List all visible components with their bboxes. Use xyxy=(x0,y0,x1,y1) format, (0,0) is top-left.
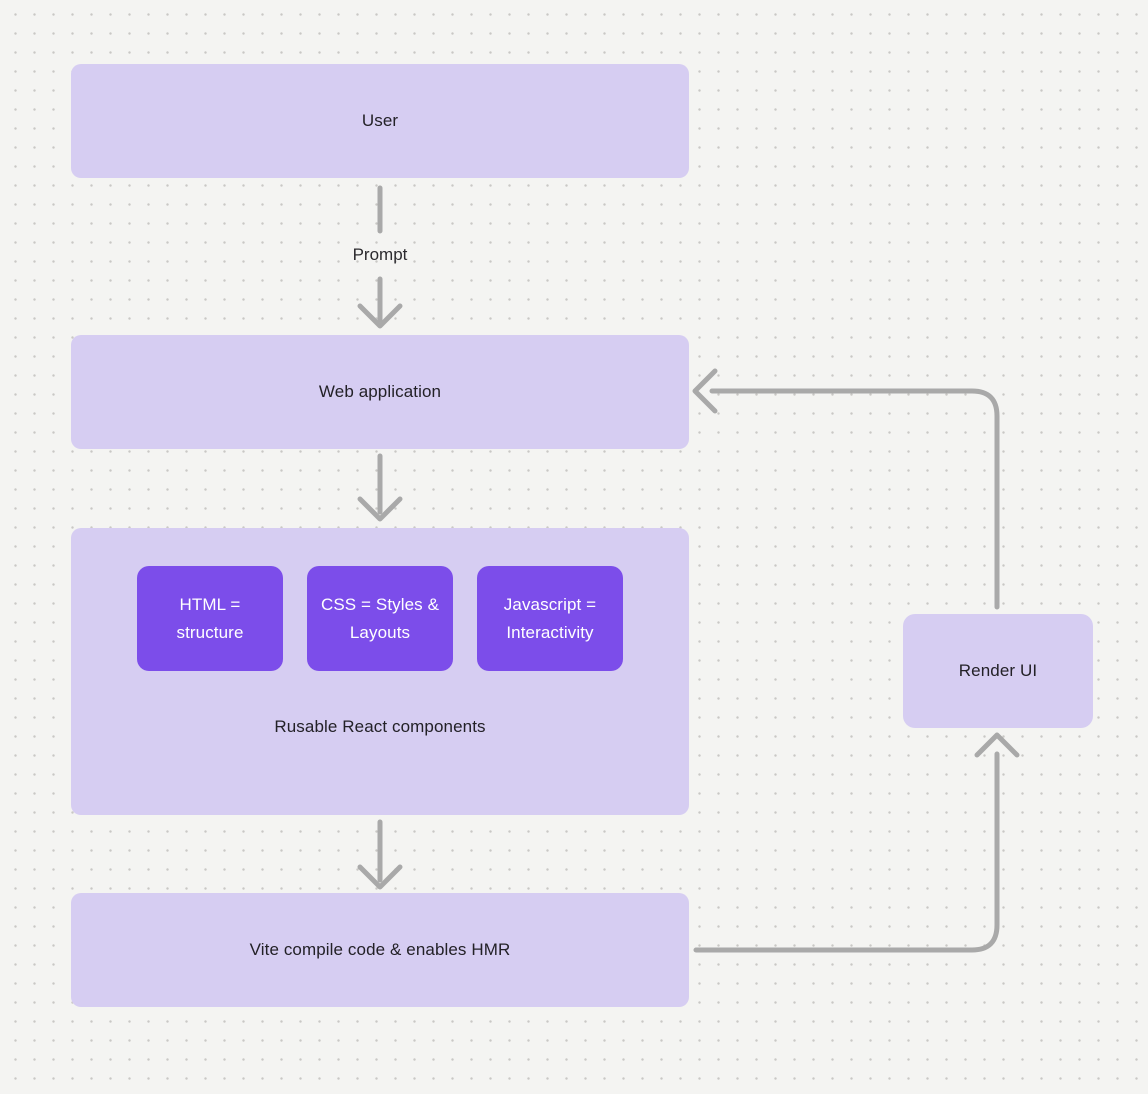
arrowhead-down-into-components xyxy=(357,496,403,522)
chip-css-label: CSS = Styles & Layouts xyxy=(320,594,440,642)
edge-renderui-webapp xyxy=(709,388,1000,610)
edge-vite-renderui xyxy=(693,751,1000,953)
node-components-group: HTML = structure CSS = Styles & Layouts … xyxy=(71,528,689,815)
arrowhead-down-into-webapp xyxy=(357,303,403,329)
node-web-application: Web application xyxy=(71,335,689,449)
node-user: User xyxy=(71,64,689,178)
arrowhead-left-into-webapp xyxy=(692,368,718,414)
chip-html: HTML = structure xyxy=(137,566,283,671)
node-vite-label: Vite compile code & enables HMR xyxy=(249,940,511,959)
arrowhead-down-into-vite xyxy=(357,864,403,890)
node-vite: Vite compile code & enables HMR xyxy=(71,893,689,1007)
chip-javascript-label: Javascript = Interactivity xyxy=(503,594,597,642)
chip-javascript: Javascript = Interactivity xyxy=(477,566,623,671)
chip-css: CSS = Styles & Layouts xyxy=(307,566,453,671)
edge-label-prompt: Prompt xyxy=(352,245,408,264)
arrowhead-up-into-renderui xyxy=(974,732,1020,758)
components-chip-row: HTML = structure CSS = Styles & Layouts … xyxy=(137,566,623,671)
node-web-application-label: Web application xyxy=(318,382,442,401)
components-caption: Rusable React components xyxy=(274,717,486,736)
node-user-label: User xyxy=(361,111,399,130)
chip-html-label: HTML = structure xyxy=(176,594,244,642)
node-render-ui-label: Render UI xyxy=(958,661,1038,680)
node-render-ui: Render UI xyxy=(903,614,1093,728)
